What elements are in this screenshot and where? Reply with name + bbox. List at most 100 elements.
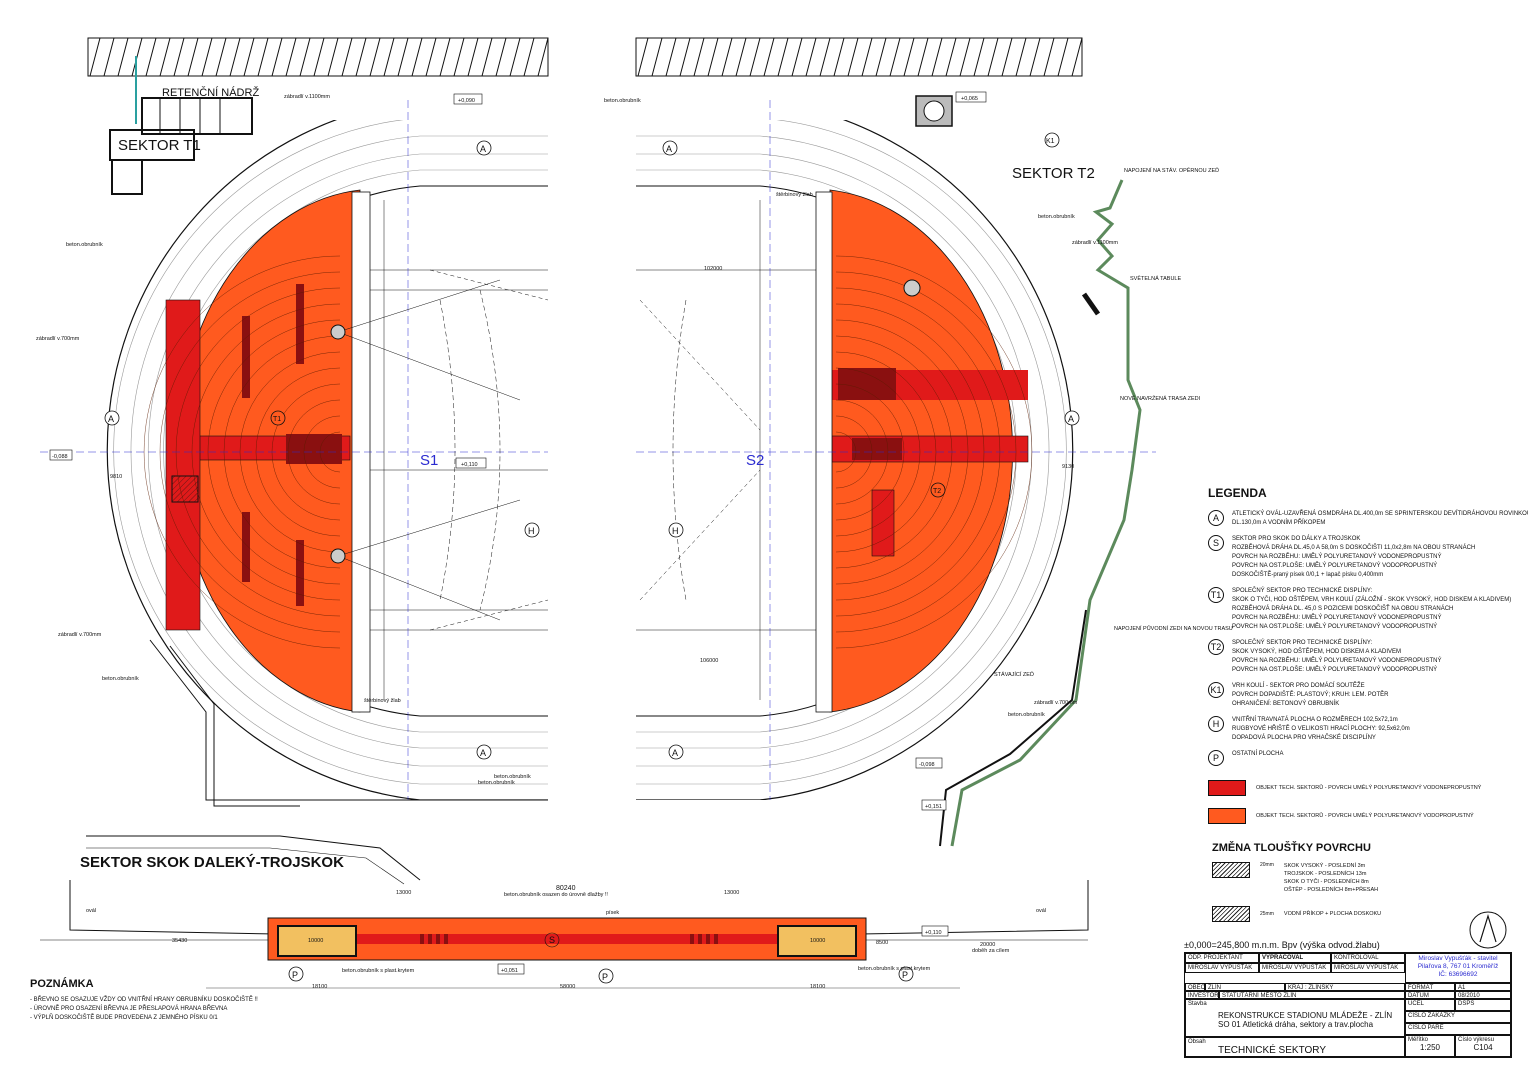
hatch-line <box>117 37 129 77</box>
legend-swatch <box>1208 780 1246 796</box>
jump-mark <box>444 934 448 944</box>
surface-change-panel: ZMĚNA TLOUŠŤKY POVRCHU 20mm SKOK VYSOKÝ … <box>1212 842 1512 934</box>
north-arrow-icon <box>1469 911 1507 949</box>
legend-swatch-label: OBJEKT TECH. SEKTORŮ - POVRCH UMĚLÝ POLY… <box>1256 785 1482 791</box>
hatch-line <box>917 37 929 77</box>
dim-10000-right: 10000 <box>810 938 825 944</box>
tb-investor-label: INVESTOR <box>1185 991 1219 999</box>
elevation-note: ±0,000=245,800 m.n.m. Bpv (výška odvod.ž… <box>1184 940 1380 950</box>
dim-35430: 35430 <box>172 938 187 944</box>
dim-13000-right: 13000 <box>724 890 739 896</box>
hatch-line <box>847 37 859 77</box>
sector-t2-area <box>815 189 1033 713</box>
dim-106000: 106000 <box>700 658 718 664</box>
tb-stavba: REKONSTRUKCE STADIONU MLÁDEŽE - ZLÍN <box>1218 1011 1393 1020</box>
p-marker-left: P <box>292 970 298 980</box>
tb-ucel: DSPS <box>1455 999 1511 1011</box>
sector-t2-label: SEKTOR T2 <box>1012 165 1095 182</box>
legend-line: POVRCH NA ROZBĚHU: UMĚLÝ POLYURETANOVÝ V… <box>1232 554 1442 560</box>
legend-line: SKOK VYSOKÝ, HOD OŠTĚPEM, HOD DISKEM A K… <box>1232 649 1402 655</box>
tb-obec-label: OBEC <box>1185 983 1205 991</box>
thickness-20mm: 20mm <box>1260 862 1274 868</box>
legend-text: ATLETICKÝ OVÁL-UZAVŘENÁ OSMDRÁHA DL.400,… <box>1232 510 1528 528</box>
hatch-line <box>173 37 185 77</box>
note-line-3: - VÝPLŇ DOSKOČIŠTĚ BUDE PROVEDENA Z JEMN… <box>30 1015 218 1021</box>
surface-change-title: ZMĚNA TLOUŠŤKY POVRCHU <box>1212 842 1371 854</box>
left-lower-path <box>149 639 548 807</box>
hatch-line <box>327 37 339 77</box>
dim-10000-left: 10000 <box>308 938 323 944</box>
legend-line: POVRCH NA ROZBĚHU: UMĚLÝ POLYURETANOVÝ V… <box>1232 658 1442 664</box>
legend-line: DL.130,0m A VODNÍM PŘÍKOPEM <box>1232 520 1326 526</box>
legend-line: RUGBYOVÉ HŘIŠTĚ O VELIKOSTI HRACÍ PLOCHY… <box>1232 726 1410 732</box>
right-interior-lines <box>636 100 1156 800</box>
oval-label-right: ovál <box>1036 908 1046 914</box>
level-box-4: -0,088 <box>49 449 73 461</box>
hatch-line <box>257 37 269 77</box>
dim-20000: 20000 <box>980 942 995 948</box>
railing-label-top: zábradlí v.1100mm <box>284 94 330 100</box>
a-marker-bottom-right: A <box>672 748 678 758</box>
light-board-label: SVĚTELNÁ TABULE <box>1130 274 1181 282</box>
hatch-line <box>299 37 311 77</box>
tb-obec: ZLÍN <box>1205 983 1285 991</box>
legend-line: POVRCH NA OST.PLOŠE: UMĚLÝ POLYURETANOVÝ… <box>1232 667 1438 673</box>
legend-swatch-label: OBJEKT TECH. SEKTORŮ - POVRCH UMĚLÝ POLY… <box>1256 813 1474 819</box>
legend-text: SPOLEČNÝ SEKTOR PRO TECHNICKÉ DISPLÍNY: S… <box>1232 639 1441 675</box>
tb-meritko-box: Měřítko 1:250 <box>1405 1035 1455 1057</box>
hatch-line <box>707 37 719 77</box>
curb-label-6: beton.obrubník <box>604 98 641 104</box>
svg-text:+0,051: +0,051 <box>501 968 518 974</box>
legend-line: OSTATNÍ PLOCHA <box>1232 751 1284 757</box>
hatch-line <box>229 37 241 77</box>
hatch-line <box>903 37 915 77</box>
hatch-line <box>931 37 943 77</box>
left-interior-lines <box>40 100 549 800</box>
finish-dist-label: doběh za cílem <box>972 948 1010 954</box>
dim-18100-right: 18100 <box>810 984 825 990</box>
hatch-line <box>665 37 677 77</box>
hatch-line <box>271 37 283 77</box>
h-marker-left: H <box>528 526 535 536</box>
change-line-2: TROJSKOK - POSLEDNÍCH 13m <box>1283 871 1367 877</box>
hatch-line <box>341 37 353 77</box>
connection-building-label: NAPOJENÍ NA STÁV. OPĚRNOU ZEĎ <box>1124 166 1219 174</box>
s-marker-jump: S <box>549 935 555 945</box>
legend-line: SPOLEČNÝ SEKTOR PRO TECHNICKÉ DISPLÍNY: <box>1232 640 1373 646</box>
legend-line: POVRCH NA OST.PLOŠE: UMĚLÝ POLYURETANOVÝ… <box>1232 624 1438 630</box>
tb-stavba-label: Stavba <box>1188 1001 1207 1007</box>
note-line-2: - ÚROVNĚ PRO OSAZENÍ BŘEVNA JE PŘESLAPOV… <box>30 1006 228 1012</box>
svg-text:+0,151: +0,151 <box>925 804 942 810</box>
h-marker-right: H <box>672 526 679 536</box>
hatch-line <box>693 37 705 77</box>
tb-vypracoval: VYPRACOVAL <box>1259 953 1331 963</box>
tb-pare-label: ČÍSLO PARE <box>1405 1023 1511 1035</box>
hatch-line <box>537 37 549 77</box>
tb-meritko-label: Měřítko <box>1408 1037 1429 1043</box>
p-marker-right: P <box>902 970 908 980</box>
level-box-6: +0,051 <box>497 963 525 975</box>
right-markers <box>662 95 1080 760</box>
tb-so: SO 01 Atletická dráha, sektory a trav.pl… <box>1218 1020 1374 1029</box>
hatch-line <box>679 37 691 77</box>
dim-9130: 9130 <box>1062 464 1074 470</box>
railing-700-label-3: zábradlí v.700mm <box>1034 700 1078 706</box>
hatch-line <box>355 37 367 77</box>
dim-80240: 80240 <box>556 885 576 892</box>
note-title: POZNÁMKA <box>30 978 94 990</box>
legend-title: LEGENDA <box>1208 486 1267 500</box>
hatch-line <box>159 37 171 77</box>
connect-wall-label: NAPOJENÍ PŮVODNÍ ZEDI NA NOVOU TRASU <box>1114 625 1233 632</box>
hatch-line <box>861 37 873 77</box>
level-box-7: -0,098 <box>915 757 943 769</box>
legend-line: VNITŘNÍ TRAVNATÁ PLOCHA O ROZMĚRECH 102,… <box>1232 717 1398 723</box>
legend-line: DOSKOČIŠTĚ-praný písek 0/0,1 + lapač pís… <box>1232 572 1384 578</box>
change-line-4: OŠTĚP - POSLEDNÍCH 8m+PŘESAH <box>1283 887 1379 893</box>
curb-label-1: beton.obrubník <box>66 242 103 248</box>
hatch-line <box>637 37 649 77</box>
hatch-line <box>369 37 381 77</box>
level-box-5: +0,151 <box>921 799 947 811</box>
